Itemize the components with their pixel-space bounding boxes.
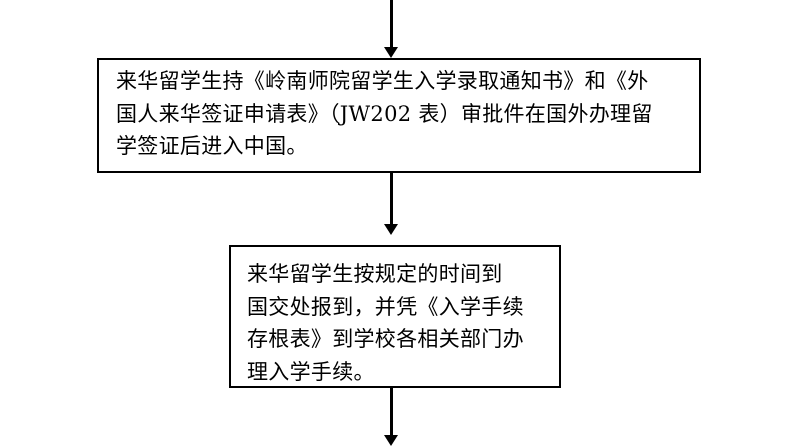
step-1-text-line: 学签证后进入中国。 [116, 134, 308, 158]
arrow-into-step-1 [390, 0, 393, 48]
step-2-text-line: 存根表》到学校各相关部门办 [247, 327, 524, 351]
arrowhead-icon [384, 435, 398, 446]
flow-step-2: 来华留学生按规定的时间到 国交处报到，并凭《入学手续 存根表》到学校各相关部门办… [229, 245, 561, 388]
step-2-text-line: 来华留学生按规定的时间到 [247, 262, 503, 286]
arrowhead-icon [384, 224, 398, 235]
arrow-out-of-step-2 [390, 388, 393, 436]
step-2-text-line: 理入学手续。 [247, 359, 375, 384]
step-2-text-line: 国交处报到，并凭《入学手续 [247, 294, 524, 319]
arrow-step-1-to-step-2 [390, 173, 393, 225]
step-1-text-line: 来华留学生持《岭南师院留学生入学录取通知书》和《外 [116, 69, 649, 93]
flow-step-1: 来华留学生持《岭南师院留学生入学录取通知书》和《外 国人来华签证申请表》（JW2… [97, 58, 701, 173]
arrowhead-icon [384, 47, 398, 58]
step-1-text-line: 国人来华签证申请表》（JW202 表）审批件在国外办理留 [116, 101, 653, 126]
